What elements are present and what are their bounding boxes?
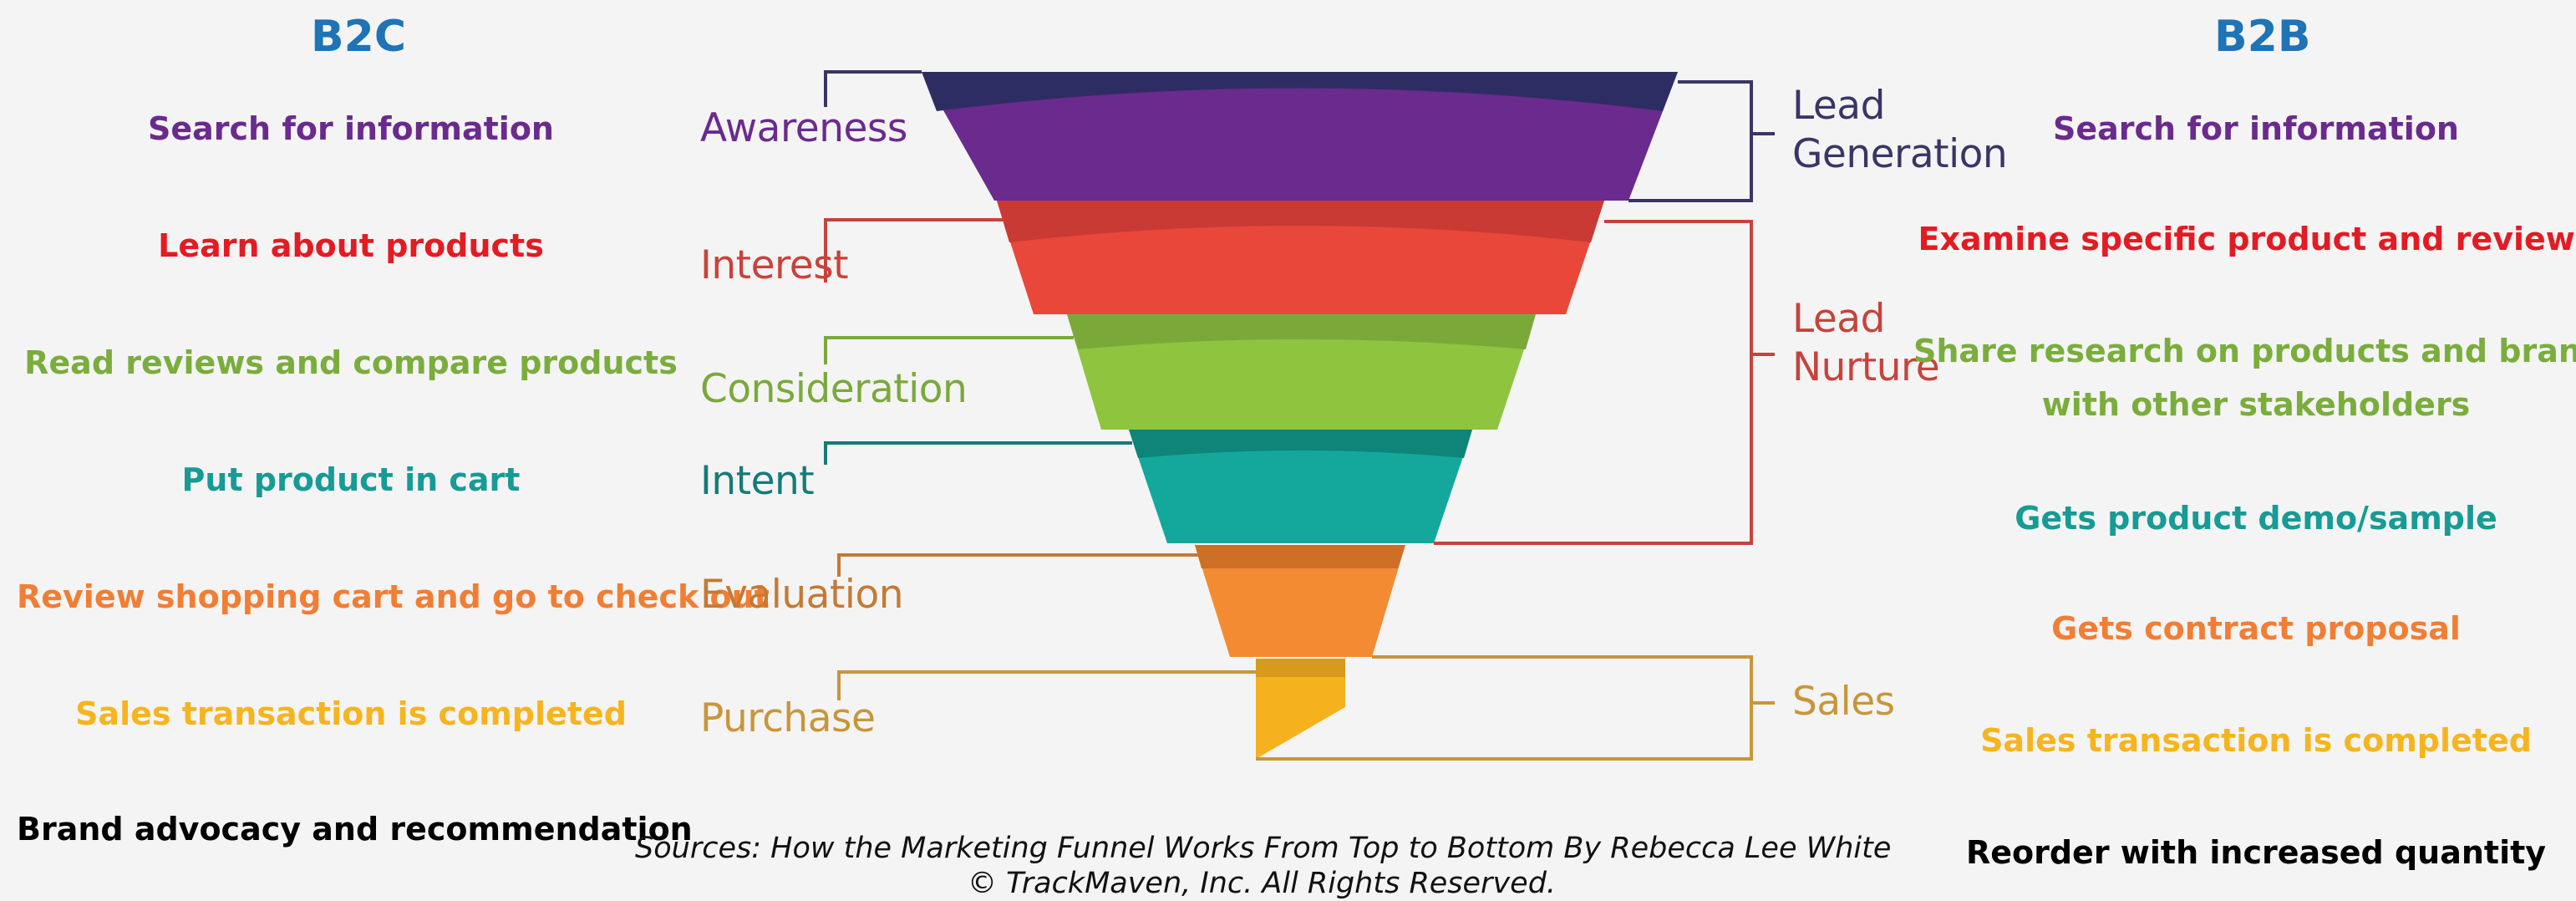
b2c-item-advocacy: Brand advocacy and recommendation (17, 811, 693, 848)
stage-label-evaluation: Evaluation (700, 572, 904, 618)
b2b-item-share-line1: Share research on products and brands (1913, 333, 2576, 369)
stage-label-intent: Intent (700, 458, 815, 504)
b2c-item-cart: Put product in cart (181, 461, 521, 498)
b2b-item-transaction: Sales transaction is completed (1980, 722, 2532, 759)
b2c-item-learn: Learn about products (158, 227, 544, 264)
b2c-title: B2C (311, 12, 406, 62)
stage-label-awareness: Awareness (700, 105, 907, 151)
stage-label-interest: Interest (700, 242, 849, 288)
group-brackets (1256, 80, 1775, 761)
funnel-segment-consideration (1067, 314, 1536, 430)
group-label-sales: Sales (1792, 679, 1895, 725)
stage-label-purchase: Purchase (700, 695, 876, 741)
funnel-segment-awareness (922, 72, 1678, 201)
group-label-lead-generation-line2: Generation (1792, 131, 2008, 177)
b2b-item-reorder: Reorder with increased quantity (1965, 834, 2547, 871)
b2b-item-search: Search for information (2053, 110, 2459, 147)
funnel-segment-purchase (1256, 659, 1345, 759)
group-label-lead-nurture: Lead Nurture (1792, 295, 1940, 392)
b2b-item-demo: Gets product demo/sample (2015, 500, 2497, 537)
b2c-item-checkout: Review shopping cart and go to check out (17, 578, 770, 615)
b2c-item-search: Search for information (148, 110, 554, 147)
stage-connectors (824, 70, 1256, 700)
source-citation: Sources: How the Marketing Funnel Works … (635, 831, 1892, 901)
b2b-item-examine: Examine specific product and reviews (1918, 221, 2576, 257)
source-citation-line1: Sources: How the Marketing Funnel Works … (635, 832, 1892, 865)
funnel-segment-interest (997, 201, 1604, 314)
group-label-lead-generation-line1: Lead (1792, 83, 1885, 129)
b2b-title: B2B (2214, 12, 2311, 62)
b2b-item-proposal: Gets contract proposal (2051, 610, 2461, 647)
funnel-segment-intent (1129, 430, 1472, 543)
b2b-item-share-line2: with other stakeholders (2041, 386, 2471, 423)
stage-label-consideration: Consideration (700, 366, 968, 412)
group-label-lead-nurture-line1: Lead (1792, 296, 1885, 342)
b2c-item-reviews: Read reviews and compare products (24, 344, 678, 381)
source-citation-line2: © TrackMaven, Inc. All Rights Reserved. (967, 867, 1557, 900)
group-label-lead-nurture-line2: Nurture (1792, 344, 1940, 390)
b2c-item-transaction: Sales transaction is completed (75, 695, 627, 732)
funnel-segment-evaluation (1195, 545, 1405, 657)
group-label-lead-generation: Lead Generation (1792, 82, 2008, 179)
